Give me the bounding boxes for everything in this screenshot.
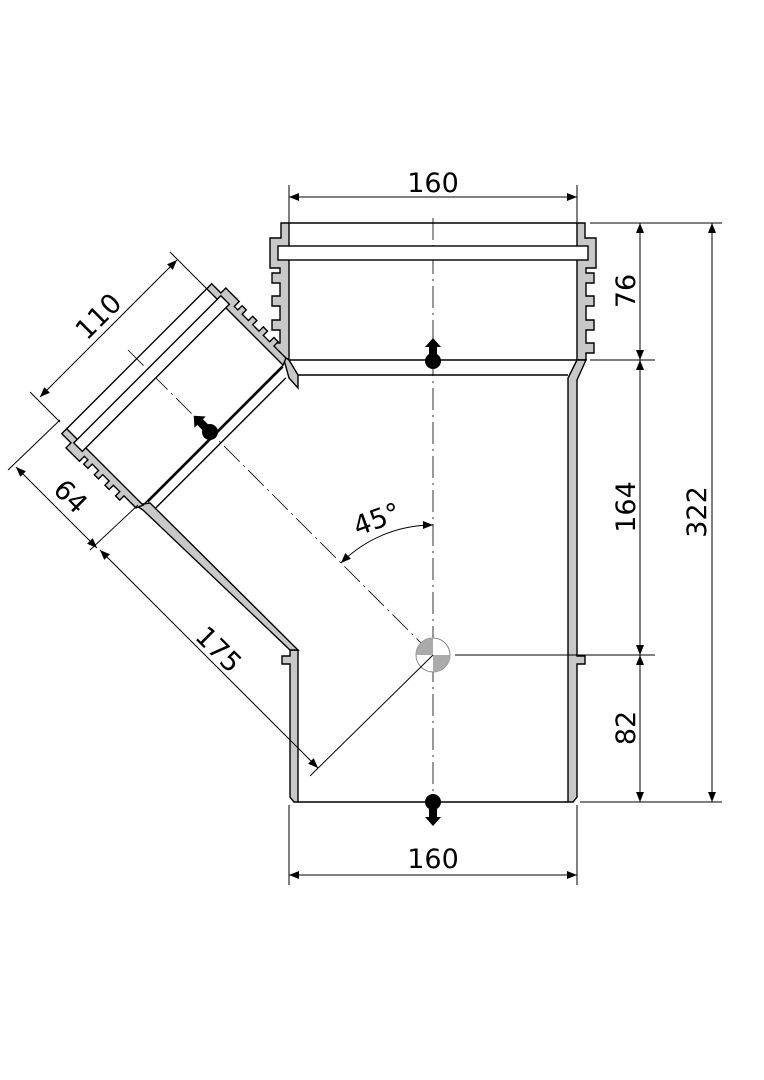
main-pipe	[281, 354, 588, 803]
svg-text:175: 175	[189, 621, 247, 679]
svg-text:82: 82	[611, 711, 642, 745]
svg-text:322: 322	[682, 486, 713, 538]
seal-groove	[277, 245, 589, 261]
svg-text:110: 110	[70, 288, 128, 346]
flow-arrow-top-icon	[425, 338, 441, 369]
dimension-top-width: 160	[288, 168, 578, 223]
flow-arrow-bottom-icon	[425, 794, 441, 826]
branch-pipe	[132, 366, 300, 651]
flow-arrow-branch-icon	[193, 415, 218, 440]
svg-text:64: 64	[47, 474, 93, 520]
svg-text:160: 160	[407, 844, 459, 875]
branch-centerline	[127, 349, 434, 656]
dimension-branch: 110 64 175 45°	[7, 251, 434, 777]
svg-text:45°: 45°	[349, 497, 405, 542]
dimension-bottom-width: 160	[288, 805, 578, 885]
svg-text:160: 160	[407, 168, 459, 199]
svg-text:76: 76	[611, 274, 642, 308]
svg-text:164: 164	[611, 481, 642, 533]
dimension-right-chain: 76 164 82 322	[455, 222, 722, 803]
